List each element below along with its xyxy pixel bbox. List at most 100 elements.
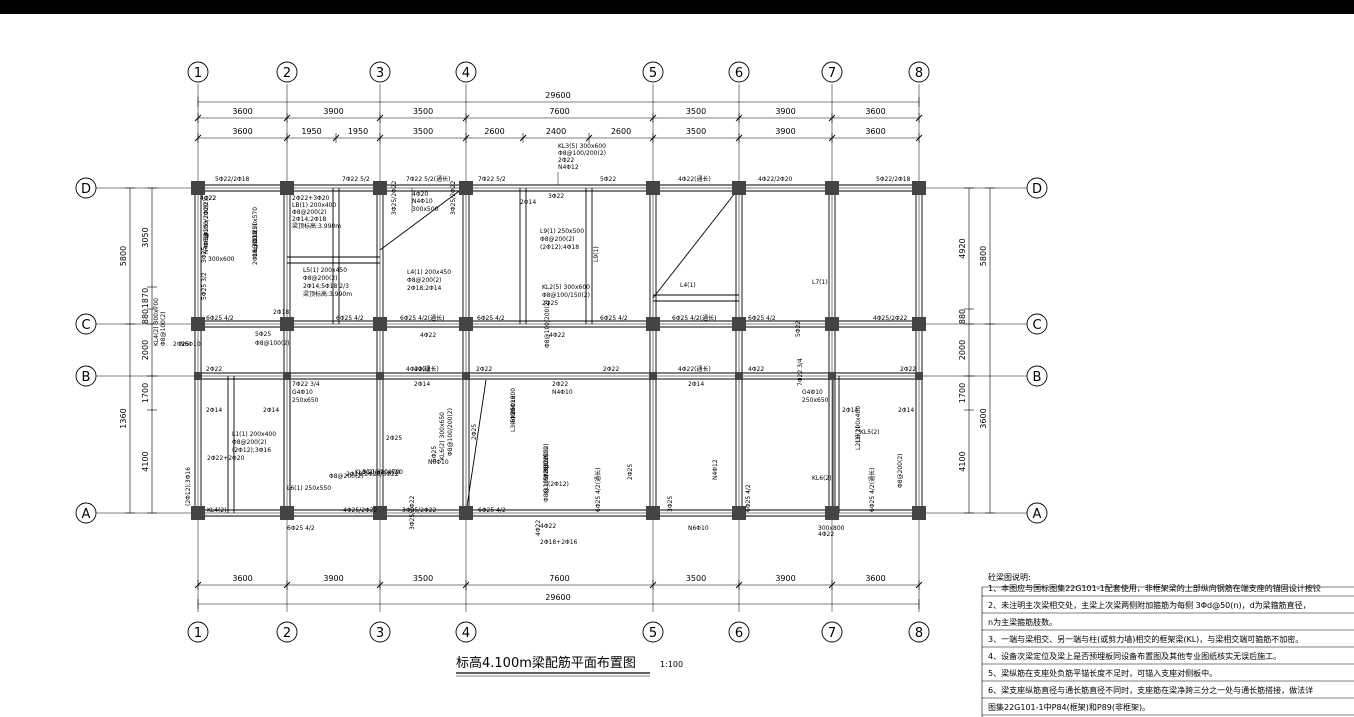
rebar-annotation: 2Φ22+3Φ20: [292, 195, 330, 202]
dimension-tick: [283, 134, 291, 142]
rebar-annotation: 2Φ14: [206, 407, 222, 414]
dimension-tick: [828, 581, 836, 589]
rebar-annotation: Φ8@200(2): [543, 444, 550, 479]
rebar-annotation: KL3(5) 300x600: [558, 143, 606, 150]
rebar-annotation: 4Φ25/2Φ22: [343, 507, 378, 514]
axis-bubble: [642, 61, 664, 83]
dimension-value: 4920: [958, 238, 967, 258]
rebar-annotation: 2Φ18: [273, 309, 289, 316]
axis-label: 2: [283, 66, 291, 81]
concrete-column: [646, 181, 660, 195]
legend-item: 4、设备次梁定位及梁上是否预埋板同设备布置图及其他专业图纸核实无误后施工。: [988, 651, 1281, 661]
dimension-value: 7600: [549, 107, 569, 116]
rebar-annotation: 6Φ25 4/2: [287, 525, 315, 532]
dimension-value: 1950: [301, 127, 321, 136]
rebar-annotation: 梁顶标高:3.990m: [303, 290, 352, 298]
dimension-tick: [915, 114, 923, 122]
rebar-annotation: 4Φ22: [414, 366, 430, 373]
rebar-annotation: 2Φ22: [476, 366, 492, 373]
dimension-value: 5800: [119, 246, 128, 266]
axis-label: D: [81, 182, 91, 197]
rebar-annotation: 6Φ25 4/2: [206, 315, 234, 322]
rebar-annotation: 6Φ25 4/2: [478, 507, 506, 514]
legend-heading: 砼梁图说明:: [988, 572, 1031, 582]
rebar-annotation: 6Φ25 4/2: [600, 315, 628, 322]
dimension-tick: [828, 114, 836, 122]
dimension-value: 3900: [323, 574, 343, 583]
dimension-tick: [194, 581, 202, 589]
concrete-column: [649, 372, 657, 380]
dimension-tick: [194, 134, 202, 142]
rebar-annotation: 5Φ22/2Φ18: [876, 176, 911, 183]
rebar-annotation: 250x650: [802, 397, 829, 404]
rebar-annotation: 2Φ14;2Φ18: [292, 216, 327, 223]
axis-bubble: [642, 621, 664, 643]
rebar-annotation: KL6(2): [812, 475, 832, 482]
rebar-annotation: 2Φ22: [552, 381, 568, 388]
axis-label: B: [1033, 370, 1042, 385]
rebar-annotation: 6Φ25 4/2: [745, 484, 752, 512]
dimension-value: 1700: [958, 383, 967, 403]
concrete-column: [283, 372, 291, 380]
rebar-annotation: L9(1): [593, 246, 600, 262]
rebar-annotation: Φ8@100/200(2): [543, 454, 550, 502]
dimension-value: 3500: [686, 574, 706, 583]
dimension-value: 3600: [979, 408, 988, 428]
dimension-tick: [376, 134, 384, 142]
axis-bubble: [821, 61, 843, 83]
rebar-annotation: 5Φ25: [431, 446, 438, 462]
rebar-annotation: L2(1) 200x400: [855, 406, 862, 450]
concrete-column: [191, 317, 205, 331]
rebar-annotation: 7Φ22 5/2(通长): [406, 175, 450, 183]
rebar-annotation: (2Φ12);3Φ16: [232, 447, 271, 454]
rebar-annotation: L6(1): [855, 426, 862, 442]
dimension-tick: [462, 581, 470, 589]
legend-item: 图集22G101-1中P84(框架)和P89(非框架)。: [988, 702, 1150, 712]
concrete-column: [376, 372, 384, 380]
concrete-column: [459, 181, 473, 195]
rebar-annotation: 6Φ25 4/2(通长): [672, 314, 716, 322]
rebar-annotation: 5Φ22: [600, 176, 616, 183]
drawing-scale: 1:100: [660, 660, 683, 669]
dimension-value: 3600: [232, 574, 252, 583]
concrete-column: [825, 181, 839, 195]
rebar-annotation: 3Φ25/2Φ22: [450, 180, 457, 215]
rebar-annotation: 7Φ22 3/4: [292, 381, 320, 388]
rebar-annotation: KL4(2) 300x700: [153, 298, 160, 346]
rebar-annotation: Φ8@100(2): [160, 312, 167, 347]
axis-label: A: [82, 507, 91, 522]
axis-bubble: [1026, 313, 1048, 335]
dimension-value: 3900: [775, 574, 795, 583]
legend-item: 1、本图应与国标图集22G101-1配套使用，非框架梁的上部纵向钢筋在端支座的锚…: [988, 583, 1321, 593]
rebar-annotation: Φ8@200(2): [897, 454, 904, 489]
rebar-annotation: Φ8@200(2): [540, 236, 575, 243]
rebar-annotation: 2Φ25: [386, 435, 402, 442]
concrete-column: [194, 372, 202, 380]
dimension-value: 3600: [865, 574, 885, 583]
dimension-value: 2400: [546, 127, 566, 136]
dimension-value: 3900: [323, 107, 343, 116]
rebar-annotation: 2Φ18;2Φ20/3Φ22: [346, 471, 399, 478]
rebar-annotation: G4Φ10: [292, 389, 313, 396]
rebar-annotation: 2Φ16;2Φ18: [252, 230, 259, 265]
dimension-tick: [519, 134, 527, 142]
dimension-tick: [462, 114, 470, 122]
dimension-tick: [915, 581, 923, 589]
rebar-annotation: N6Φ10: [688, 525, 709, 532]
rebar-annotation: 3Φ25/2Φ22: [391, 180, 398, 215]
concrete-column: [280, 317, 294, 331]
dimension-value: 5800: [979, 246, 988, 266]
rebar-annotation: 4Φ22(通长): [678, 365, 711, 373]
rebar-annotation: 2Φ18;2Φ14: [407, 285, 442, 292]
rebar-annotation: 3Φ25+2Φ20: [203, 202, 210, 240]
concrete-column: [825, 506, 839, 520]
concrete-column: [915, 372, 923, 380]
axis-bubble: [276, 61, 298, 83]
dimension-tick: [283, 581, 291, 589]
axis-label: 5: [649, 626, 657, 641]
rebar-annotation: 5Φ25: [255, 331, 271, 338]
axis-bubble: [187, 621, 209, 643]
axis-bubble: [455, 61, 477, 83]
rebar-annotation: N4Φ10: [552, 389, 573, 396]
rebar-annotation: 2Φ25: [627, 464, 634, 480]
